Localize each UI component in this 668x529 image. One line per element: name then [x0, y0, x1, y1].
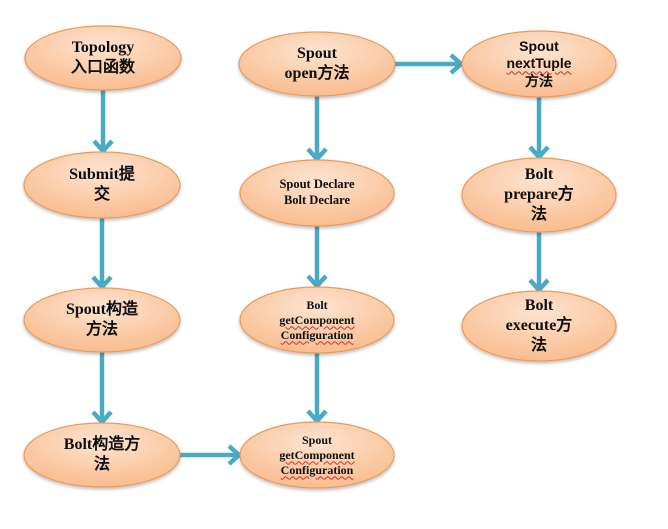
edge-spout-open-to-declare — [306, 96, 328, 163]
edge-declare-to-bolt-get-component-config — [306, 226, 328, 290]
edge-bolt-constructor-to-spout-get-component-config — [180, 444, 243, 466]
arrow-head-icon — [528, 278, 550, 294]
arrow-head-icon — [449, 53, 465, 75]
node-bolt-constructor — [23, 422, 181, 488]
edge-bolt-get-component-config-to-spout-get-component-config — [306, 353, 328, 425]
arrow-head-icon — [306, 274, 328, 290]
arrow-head-icon — [227, 444, 243, 466]
node-submit — [23, 151, 181, 219]
arrow-head-icon — [528, 145, 550, 161]
arrow-head-icon — [306, 147, 328, 163]
node-bolt-prepare — [461, 157, 617, 233]
edges-layer — [91, 53, 550, 466]
node-topology-entry — [24, 25, 182, 91]
edge-spout-open-to-spout-next-tuple — [395, 53, 465, 75]
node-spout-constructor — [23, 287, 181, 353]
edge-submit-to-spout-constructor — [91, 218, 113, 291]
node-spout-next-tuple — [461, 30, 617, 98]
edge-bolt-prepare-to-bolt-execute — [528, 232, 550, 294]
node-spout-open — [238, 31, 396, 97]
nodes-layer — [23, 25, 617, 489]
node-bolt-execute — [461, 290, 617, 362]
arrow-head-icon — [91, 275, 113, 291]
arrow-head-icon — [91, 410, 113, 426]
arrow-head-icon — [306, 409, 328, 425]
edge-topology-entry-to-submit — [92, 90, 114, 155]
node-declare — [239, 159, 395, 227]
node-spout-get-component-config — [239, 421, 395, 489]
arrow-head-icon — [92, 139, 114, 155]
edge-spout-constructor-to-bolt-constructor — [91, 352, 113, 426]
edge-spout-next-tuple-to-bolt-prepare — [528, 97, 550, 161]
node-bolt-get-component-config — [239, 286, 395, 354]
